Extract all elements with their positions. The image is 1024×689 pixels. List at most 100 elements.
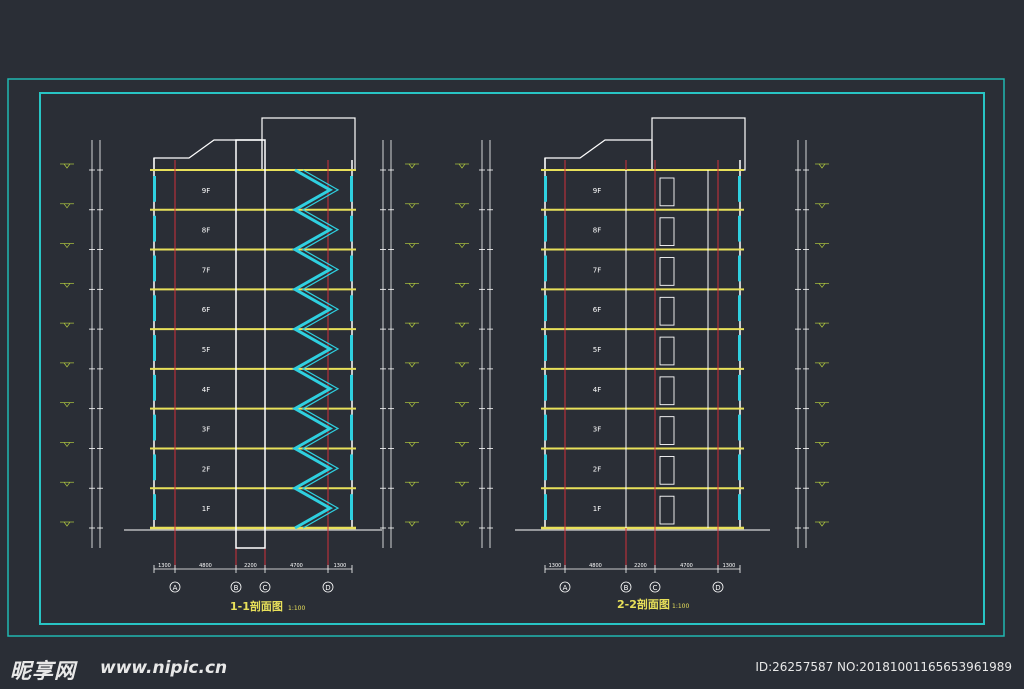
elevation-triangle	[408, 402, 416, 408]
elevation-triangle	[458, 322, 466, 328]
floor-label-1F: 1F	[202, 505, 210, 513]
elevation-triangle	[408, 163, 416, 169]
elevation-triangle	[458, 402, 466, 408]
elevation-triangle	[458, 442, 466, 448]
column-right	[738, 374, 741, 401]
elevation-triangle	[63, 442, 71, 448]
dimension-value: 4700	[290, 563, 303, 569]
axis-label-C: C	[263, 584, 268, 592]
watermark-url[interactable]: www.nipic.cn	[100, 658, 228, 678]
column-right	[738, 255, 741, 282]
column-left	[153, 374, 156, 401]
elevation-triangle	[458, 163, 466, 169]
watermark-id: ID:26257587 NO:20181001165653961989	[755, 660, 1012, 674]
elevation-triangle	[458, 283, 466, 288]
elevation-triangle	[818, 402, 826, 408]
column-left	[544, 374, 547, 401]
floor-label-2F: 2F	[593, 465, 601, 473]
elevation-triangle	[408, 203, 416, 209]
column-left	[153, 494, 156, 520]
axis-bubble	[230, 581, 242, 593]
watermark-logo: 昵享网	[10, 659, 76, 683]
column-right	[350, 494, 353, 520]
inner-frame	[39, 92, 985, 625]
door-opening	[659, 296, 675, 326]
section-1-title: 1-1剖面图	[230, 599, 283, 613]
column-right	[350, 215, 353, 242]
column-left	[153, 255, 156, 282]
column-right	[738, 414, 741, 441]
column-left	[544, 494, 547, 520]
column-right	[738, 494, 741, 520]
column-right	[350, 295, 353, 322]
axis-label-C: C	[653, 584, 658, 592]
column-right	[350, 335, 353, 361]
elevation-triangle	[458, 362, 466, 368]
door-opening	[659, 495, 675, 525]
floor-label-5F: 5F	[202, 346, 210, 354]
floor-label-5F: 5F	[593, 346, 601, 354]
floor-label-3F: 3F	[593, 426, 601, 434]
stair-handrail	[301, 169, 340, 529]
elevation-triangle	[63, 243, 71, 249]
door-opening	[659, 217, 675, 247]
roof-outline	[153, 139, 263, 170]
column-right	[350, 374, 353, 401]
column-right	[738, 215, 741, 242]
elevation-triangle	[818, 322, 826, 328]
column-left	[153, 176, 156, 202]
elevation-triangle	[818, 362, 826, 368]
door-opening	[659, 416, 675, 445]
dimension-value: 4800	[589, 563, 602, 569]
elevation-triangle	[408, 243, 416, 249]
axis-bubble	[259, 581, 271, 593]
elevation-triangle	[408, 482, 416, 487]
axis-bubble	[712, 581, 724, 593]
elevation-triangle	[63, 322, 71, 328]
column-left	[153, 335, 156, 361]
elevation-triangle	[408, 521, 416, 527]
dimension-value: 1300	[549, 563, 562, 569]
floor-label-7F: 7F	[593, 266, 601, 274]
axis-label-D: D	[325, 584, 330, 592]
floor-label-4F: 4F	[202, 386, 210, 394]
elevation-triangle	[63, 482, 71, 487]
elevation-triangle	[63, 163, 71, 169]
stair-flight	[291, 168, 334, 530]
elevation-triangle	[458, 203, 466, 209]
dimension-value: 4800	[199, 563, 212, 569]
floor-label-9F: 9F	[202, 187, 210, 195]
dimension-value: 4700	[680, 563, 693, 569]
door-opening	[659, 336, 675, 366]
roof-outline	[544, 139, 653, 170]
axis-bubble	[620, 581, 632, 593]
section-2-title: 2-2剖面图	[617, 597, 670, 611]
elevation-triangle	[818, 442, 826, 448]
elevation-triangle	[408, 442, 416, 448]
dimension-value: 2200	[634, 563, 647, 569]
door-opening	[659, 376, 675, 406]
elevation-triangle	[458, 482, 466, 487]
dimension-value: 1300	[158, 563, 171, 569]
column-left	[544, 454, 547, 481]
column-right	[350, 255, 353, 282]
floor-label-9F: 9F	[593, 187, 601, 195]
elevation-triangle	[63, 521, 71, 527]
floor-label-2F: 2F	[202, 465, 210, 473]
elevation-triangle	[63, 283, 71, 288]
outer-frame	[7, 78, 1005, 637]
elevation-triangle	[63, 362, 71, 368]
dimension-value: 1300	[723, 563, 736, 569]
door-opening	[659, 257, 675, 286]
floor-label-6F: 6F	[593, 306, 601, 314]
dimension-value: 2200	[244, 563, 257, 569]
section-1-scale: 1:100	[288, 605, 305, 612]
axis-bubble	[169, 581, 181, 593]
elevation-triangle	[818, 203, 826, 209]
column-left	[153, 295, 156, 322]
column-left	[544, 176, 547, 202]
stair-tower	[261, 117, 356, 171]
